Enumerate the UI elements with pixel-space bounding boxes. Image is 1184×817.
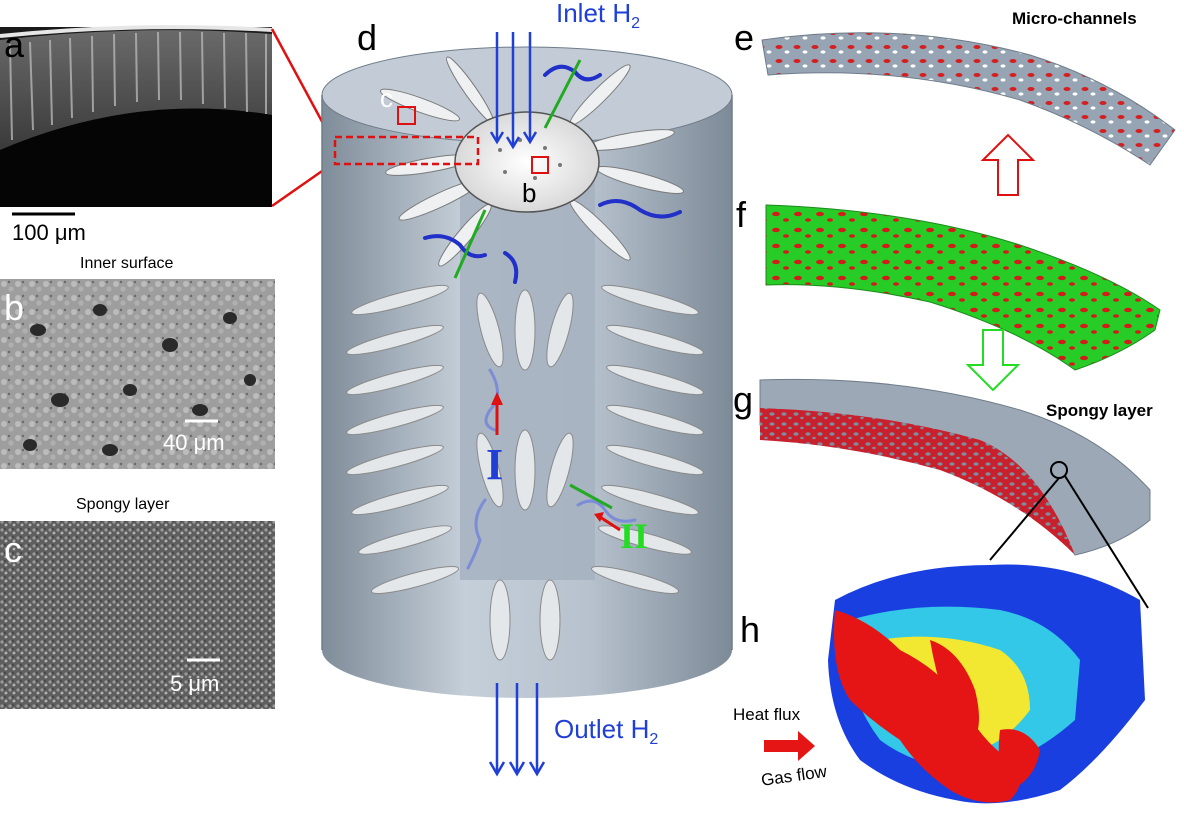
panel-a-image bbox=[0, 25, 273, 207]
panel-label-h: h bbox=[740, 609, 761, 650]
arrow-up-f-to-e bbox=[980, 133, 1036, 196]
scale-bar-a-label: 100 μm bbox=[12, 220, 86, 245]
panel-label-c: c bbox=[4, 529, 22, 570]
reaction-arrows bbox=[453, 59, 621, 532]
outlet-arrows bbox=[488, 683, 546, 777]
scale-bar-c-label: 5 μm bbox=[170, 671, 220, 696]
panel-label-f: f bbox=[736, 194, 747, 235]
panel-g-pore-face bbox=[760, 408, 1075, 555]
panel-label-d: d bbox=[357, 17, 378, 58]
panel-e-image bbox=[761, 32, 1176, 166]
arrow-down-f-to-g bbox=[965, 329, 1021, 392]
zoom-region-a bbox=[333, 135, 480, 166]
outlet-label: Outlet H2 bbox=[554, 714, 659, 749]
zoom-region-c bbox=[397, 106, 416, 125]
panel-label-g: g bbox=[733, 379, 754, 420]
panel-f-image bbox=[765, 204, 1161, 371]
marker-c-label: c bbox=[380, 83, 393, 113]
caption-spongy-layer: Spongy layer bbox=[76, 496, 170, 513]
inlet-arrows bbox=[489, 32, 538, 150]
panel-c-image bbox=[0, 521, 275, 709]
panel-label-e: e bbox=[734, 17, 755, 58]
inlet-label: Inlet H2 bbox=[556, 0, 641, 33]
heat-flux-arrow bbox=[764, 731, 815, 761]
panel-d-cylinder bbox=[321, 46, 733, 698]
micro-channels-label: Micro-channels bbox=[1012, 9, 1137, 28]
zoom-line-h-left bbox=[989, 477, 1060, 561]
panel-h-image bbox=[828, 564, 1145, 804]
zoom-region-b bbox=[531, 156, 549, 174]
panel-label-b: b bbox=[4, 287, 25, 328]
heat-flux-label: Heat flux bbox=[733, 705, 801, 724]
panel-b-image bbox=[0, 279, 275, 469]
caption-inner-surface: Inner surface bbox=[80, 255, 174, 272]
zoom-line-h-right bbox=[1064, 475, 1149, 609]
panel-label-a: a bbox=[4, 24, 25, 65]
region-2-label: II bbox=[620, 516, 649, 556]
particle-paths-inner bbox=[466, 368, 637, 570]
region-1-label: I bbox=[486, 440, 504, 489]
scale-bar-b-label: 40 μm bbox=[163, 430, 225, 455]
spongy-layer-label: Spongy layer bbox=[1046, 401, 1153, 420]
marker-b-label: b bbox=[522, 178, 537, 208]
